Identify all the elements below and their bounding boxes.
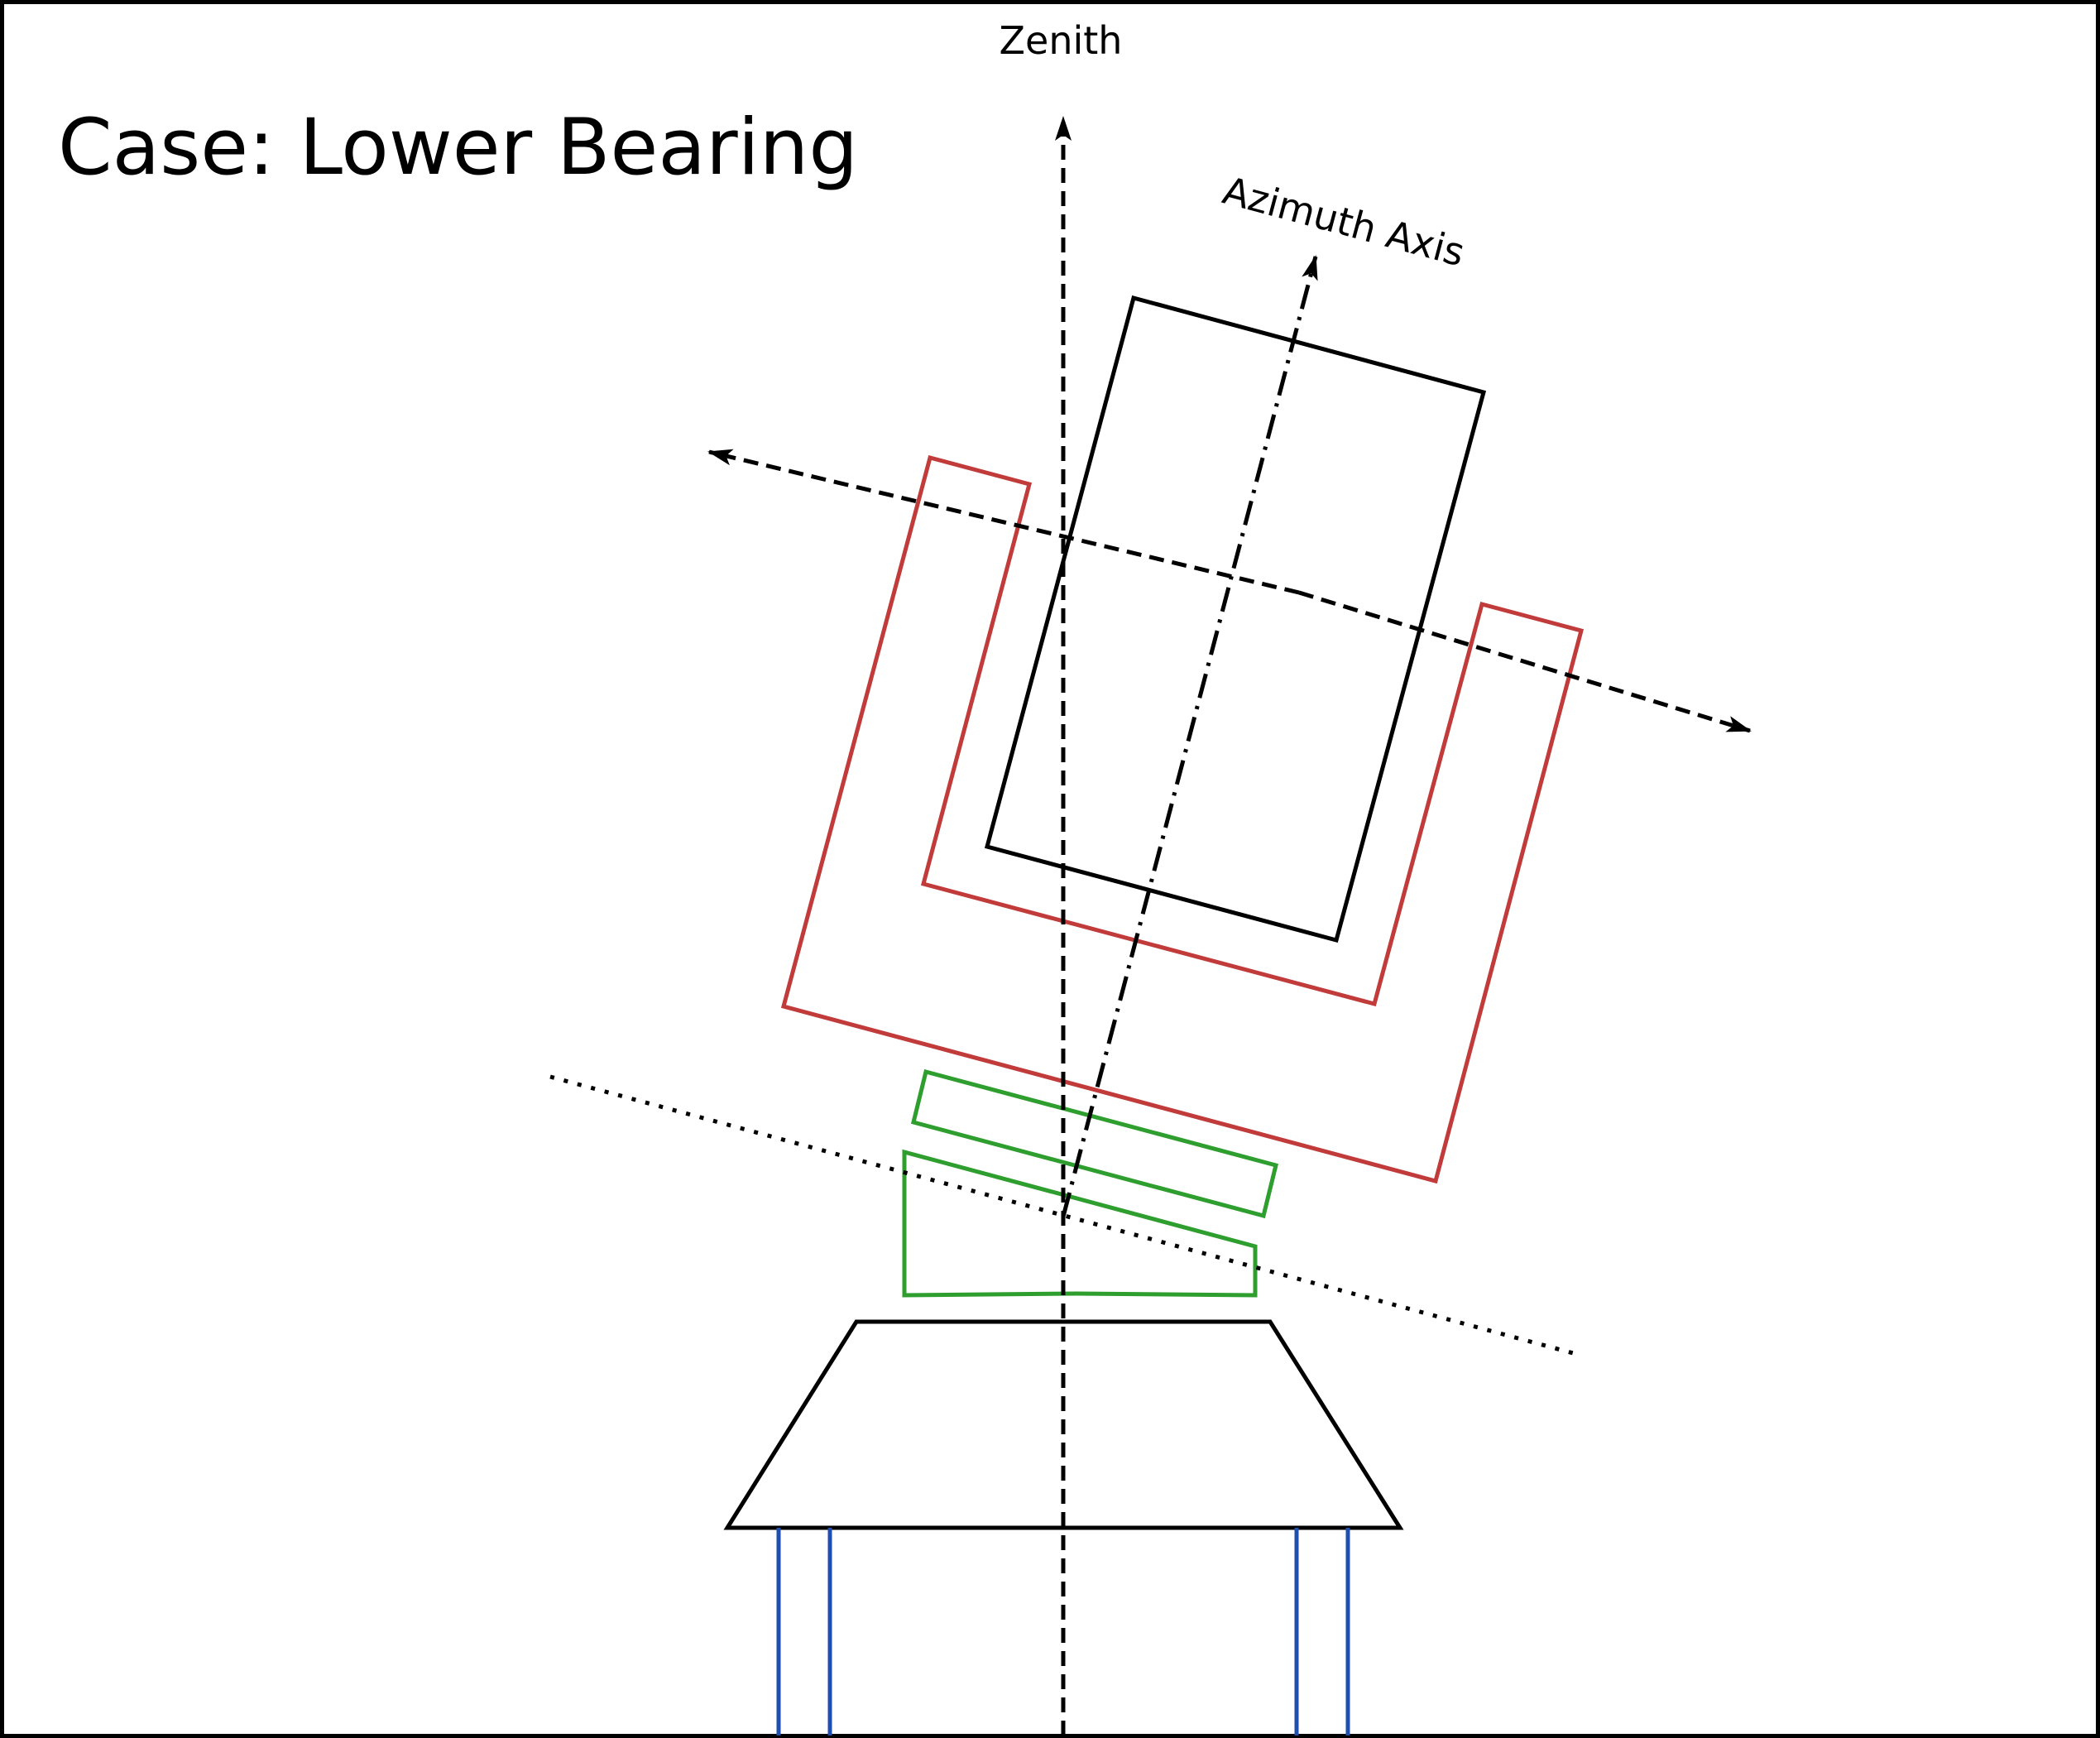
- altitude-axis-line: [1298, 590, 1752, 733]
- fork-mount: [780, 454, 1585, 1184]
- pier-legs: [776, 1528, 1350, 1736]
- azimuth-axis-line: [1061, 255, 1318, 1217]
- azimuth-axis-label: Azimuth Axis: [1218, 168, 1469, 276]
- diagram-title: Case: Lower Bearing: [58, 103, 858, 193]
- altitude-axis-line-left: [707, 449, 1300, 595]
- pier-base: [723, 1319, 1404, 1530]
- telescope-tube: [984, 295, 1487, 943]
- zenith-label: Zenith: [1000, 18, 1123, 63]
- upper-bearing-plate: [910, 1068, 1279, 1219]
- lower-bearing-wedge: [902, 1149, 1258, 1298]
